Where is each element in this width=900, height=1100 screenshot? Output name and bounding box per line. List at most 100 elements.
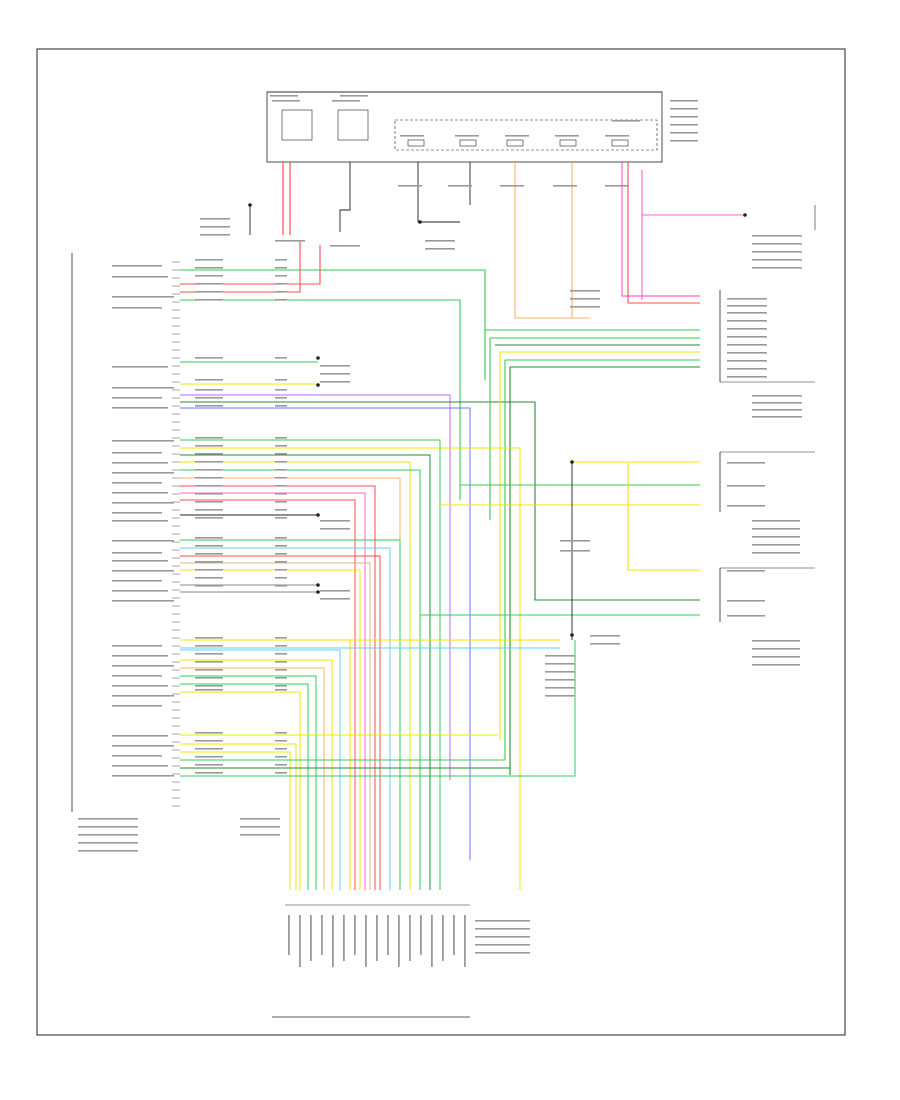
pcm-pin-label — [112, 570, 174, 572]
misc-label — [320, 381, 350, 383]
misc-label — [320, 373, 350, 375]
misc-label — [545, 663, 575, 665]
sensor-component-label-2 — [752, 640, 800, 642]
pcm-pin-label — [112, 560, 168, 562]
pcm-pin-label — [112, 590, 168, 592]
wire-color-label — [195, 469, 223, 471]
wire-circuit-label — [275, 461, 287, 463]
wire-color-label — [195, 437, 223, 439]
pcm-pin-label — [112, 580, 162, 582]
power-box-label — [332, 100, 360, 102]
power-box-label — [340, 95, 368, 97]
pcm-pin-label — [112, 600, 174, 602]
pcm-pin-label — [112, 276, 168, 278]
wire-color-label — [195, 561, 223, 563]
fuse-label — [400, 135, 424, 137]
wire-yellow-g3 — [180, 569, 361, 890]
fuse-label — [605, 135, 629, 137]
pcm-pin-label — [112, 512, 162, 514]
wire-pcm-group2-4 — [180, 469, 421, 890]
wire-dkgreen-1 — [180, 401, 700, 601]
fuse-rating-label — [448, 185, 472, 187]
pcm-pin-label — [112, 502, 174, 504]
misc-label — [200, 218, 230, 220]
wire-pcm-group2-8 — [180, 499, 356, 890]
right-connector-label — [727, 368, 767, 370]
pcm-caption — [78, 818, 138, 820]
pcm-pin-label — [112, 775, 174, 777]
fuse-rating-label — [605, 185, 629, 187]
fuse-row — [407, 139, 629, 147]
harness-pin-label — [365, 915, 367, 967]
wire-circuit-label — [275, 772, 287, 774]
misc-label — [590, 643, 620, 645]
wire-color-label — [195, 493, 223, 495]
harness-pin-label — [442, 915, 444, 961]
wire-pcm-group2-3 — [180, 461, 411, 890]
pcm-caption — [78, 850, 138, 852]
wire-color-label — [195, 645, 223, 647]
misc-label — [200, 234, 230, 236]
wire-pcm-group3-3 — [180, 667, 325, 890]
wire-circuit-label — [275, 299, 287, 301]
wire-circuit-label — [275, 509, 287, 511]
harness-pin-label — [464, 915, 466, 967]
sensor-pin-label-2 — [727, 615, 765, 617]
misc-label — [320, 590, 350, 592]
wire-circuit-label — [275, 517, 287, 519]
right-connector-label — [727, 360, 767, 362]
wire-color-label — [195, 585, 223, 587]
wire-color-label — [195, 267, 223, 269]
harness-caption — [475, 952, 530, 954]
pcm-pin-label — [112, 440, 174, 442]
pcm-pin-label — [112, 675, 162, 677]
sensor-component-label — [752, 544, 800, 546]
sensor-component-label-2 — [752, 664, 800, 666]
wire-green-g3 — [180, 539, 401, 890]
wire-circuit-label — [275, 493, 287, 495]
wire-circuit-label — [275, 689, 287, 691]
right-components — [719, 205, 816, 622]
wire-circuit-label — [275, 437, 287, 439]
sensor-component-label-2 — [752, 648, 800, 650]
harness-top-label — [240, 818, 280, 820]
harness-pin-label — [453, 915, 455, 955]
wire-color-label — [195, 732, 223, 734]
fuse-rating-label — [398, 185, 422, 187]
misc-label — [560, 550, 590, 552]
misc-label — [590, 635, 620, 637]
harness-caption — [475, 928, 530, 930]
pcm-pin-label — [112, 366, 168, 368]
wire-yellow-g4-3 — [180, 751, 291, 890]
wire-color-label — [195, 748, 223, 750]
pcm-caption — [78, 834, 138, 836]
wire-pcm-group3-6 — [180, 691, 301, 890]
wire-circuit-label — [275, 485, 287, 487]
wire-color-label — [195, 740, 223, 742]
wire-pcm-group2-7 — [180, 492, 366, 890]
wire-color-label — [195, 283, 223, 285]
sensor-pin-label — [727, 485, 765, 487]
pcm-pin-label — [112, 296, 174, 298]
wire-pcm-group2-0 — [180, 439, 441, 890]
sensor-pin-label-2 — [727, 570, 765, 572]
misc-label — [560, 540, 590, 542]
wire-green-g4-2 — [180, 640, 576, 777]
wire-circuit-label — [275, 379, 287, 381]
sensor-component-label — [752, 520, 800, 522]
right-connector-label — [727, 336, 767, 338]
pcm-pin-label — [112, 452, 162, 454]
right-connector-label — [727, 376, 767, 378]
misc-label — [275, 240, 305, 242]
wire-color-label — [195, 453, 223, 455]
wire-orange-a — [514, 162, 590, 319]
relay-2 — [337, 109, 369, 141]
relay-1 — [281, 109, 313, 141]
right-connector-label — [727, 312, 767, 314]
wire-color-label — [195, 517, 223, 519]
wire-circuit-label — [275, 445, 287, 447]
misc-label — [320, 598, 350, 600]
wire-pcm-group2-2 — [180, 454, 431, 890]
power-box-label — [272, 100, 300, 102]
wire-color-label — [195, 509, 223, 511]
